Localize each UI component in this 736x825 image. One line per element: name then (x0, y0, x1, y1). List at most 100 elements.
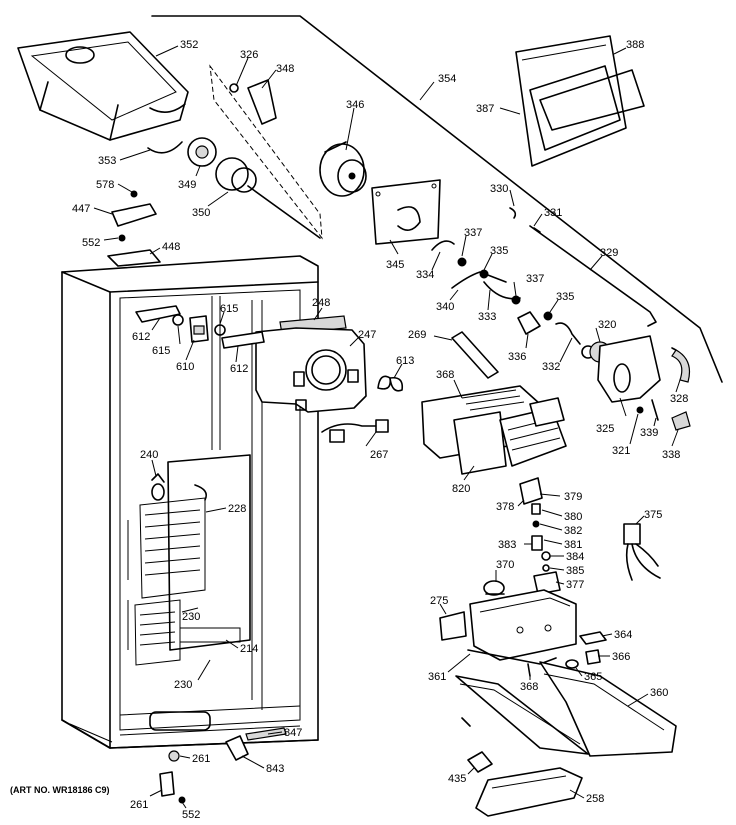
label-388: 388 (626, 39, 644, 51)
label-361: 361 (428, 671, 446, 683)
label-338: 338 (662, 449, 680, 461)
solenoid-320 (589, 335, 691, 403)
label-330: 330 (490, 183, 508, 195)
label-381: 381 (564, 539, 582, 551)
label-380: 380 (564, 511, 582, 523)
label-552-bottom: 552 (182, 809, 200, 821)
label-615-b: 615 (152, 345, 170, 357)
label-843: 843 (266, 763, 284, 775)
label-378: 378 (496, 501, 514, 513)
label-335-b: 335 (556, 291, 574, 303)
wire-harness-375 (623, 523, 661, 581)
label-366: 366 (612, 651, 630, 663)
art-number: (ART NO. WR18186 C9) (10, 785, 110, 795)
control-housing-247 (255, 315, 367, 413)
label-364: 364 (614, 629, 632, 641)
label-383: 383 (498, 539, 516, 551)
bottom-hardware (159, 727, 287, 804)
label-336: 336 (508, 351, 526, 363)
leader-lines (93, 45, 681, 809)
label-337-b: 337 (526, 273, 544, 285)
label-847: 847 (284, 727, 302, 739)
label-365: 365 (584, 671, 602, 683)
harness-267 (321, 419, 389, 443)
label-328: 328 (670, 393, 688, 405)
label-447: 447 (72, 203, 90, 215)
brackets-612-610 (135, 305, 265, 349)
label-612-a: 612 (132, 331, 150, 343)
label-230-a: 230 (182, 611, 200, 623)
label-248: 248 (312, 297, 330, 309)
label-612-b: 612 (230, 363, 248, 375)
auger-motor-346 (319, 141, 367, 197)
bracket-348 (229, 79, 277, 125)
label-331: 331 (544, 207, 562, 219)
valve-bracket-361 (439, 589, 577, 665)
motor-mount-345 (371, 179, 441, 245)
label-387: 387 (476, 103, 494, 115)
icemaker-820 (421, 385, 567, 475)
label-261-b: 261 (130, 799, 148, 811)
ice-bucket-352 (17, 31, 189, 141)
label-448: 448 (162, 241, 180, 253)
label-352: 352 (180, 39, 198, 51)
linkage-329 (509, 207, 657, 327)
label-615-a: 615 (220, 303, 238, 315)
part-labels: 352 326 348 346 354 388 387 353 349 578 … (10, 39, 688, 821)
label-240: 240 (140, 449, 158, 461)
label-578: 578 (96, 179, 114, 191)
label-370: 370 (496, 559, 514, 571)
label-320: 320 (598, 319, 616, 331)
label-326: 326 (240, 49, 258, 61)
label-377: 377 (566, 579, 584, 591)
evaporator-228 (127, 454, 251, 666)
label-321: 321 (612, 445, 630, 457)
dispenser-outline (209, 64, 323, 240)
label-552-top: 552 (82, 237, 100, 249)
label-435: 435 (448, 773, 466, 785)
label-385: 385 (566, 565, 584, 577)
label-340: 340 (436, 301, 454, 313)
label-333: 333 (478, 311, 496, 323)
label-348: 348 (276, 63, 294, 75)
label-247: 247 (358, 329, 376, 341)
label-261-a: 261 (192, 753, 210, 765)
label-345: 345 (386, 259, 404, 271)
label-337-a: 337 (464, 227, 482, 239)
label-334: 334 (416, 269, 434, 281)
label-335-a: 335 (490, 245, 508, 257)
label-214: 214 (240, 643, 258, 655)
label-368-bottom: 368 (520, 681, 538, 693)
label-346: 346 (346, 99, 364, 111)
label-360: 360 (650, 687, 668, 699)
label-382: 382 (564, 525, 582, 537)
small-parts-364-366 (527, 631, 607, 677)
label-275: 275 (430, 595, 448, 607)
auger-parts (147, 137, 321, 239)
label-375: 375 (644, 509, 662, 521)
label-329: 329 (600, 247, 618, 259)
label-325: 325 (596, 423, 614, 435)
label-379: 379 (564, 491, 582, 503)
label-613: 613 (396, 355, 414, 367)
drip-tray-258 (467, 751, 583, 817)
label-228: 228 (228, 503, 246, 515)
label-269: 269 (408, 329, 426, 341)
label-332: 332 (542, 361, 560, 373)
dispenser-door-388 (515, 35, 645, 167)
small-hardware-left (107, 190, 161, 267)
label-350: 350 (192, 207, 210, 219)
cover-354 (151, 15, 723, 383)
dispenser-valve-parts (483, 477, 561, 596)
label-354: 354 (438, 73, 456, 85)
thermostat-240 (151, 473, 165, 501)
label-267: 267 (370, 449, 388, 461)
freezer-case (61, 255, 319, 749)
label-339: 339 (640, 427, 658, 439)
label-384: 384 (566, 551, 584, 563)
hardware-right (636, 399, 691, 431)
fill-tube-269 (451, 331, 499, 379)
label-258: 258 (586, 793, 604, 805)
label-820: 820 (452, 483, 470, 495)
